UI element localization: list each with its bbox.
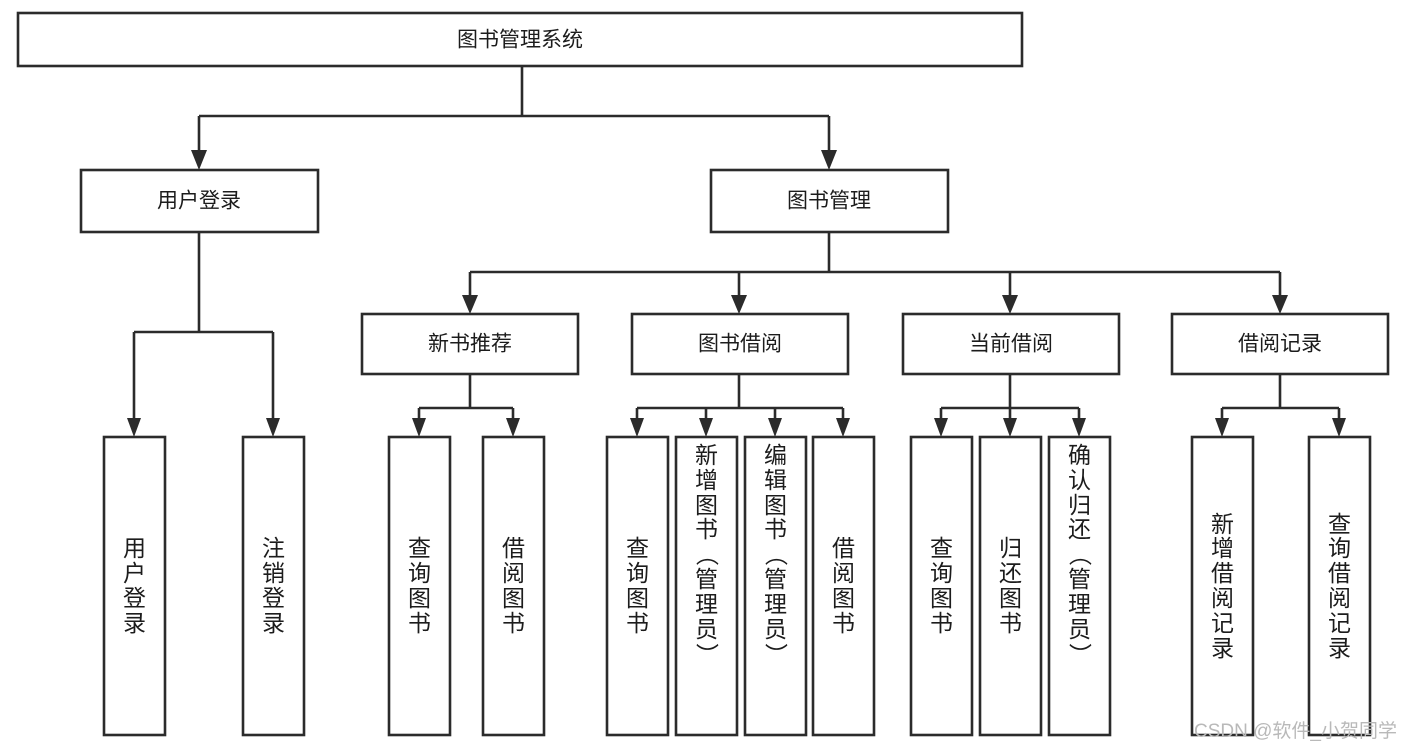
arrow-head-leaf-query-book-1 — [412, 418, 426, 437]
arrow-head-user-login — [191, 150, 207, 170]
arrow-head-leaf-add-record — [1215, 418, 1229, 437]
node-leaf-confirm-return[interactable] — [1047, 435, 1112, 737]
connector-group-current-borrow — [934, 374, 1086, 437]
node-leaf-query-record[interactable] — [1307, 435, 1372, 737]
arrow-head-leaf-add-book — [699, 418, 713, 437]
node-leaf-borrow-book-2[interactable] — [811, 435, 876, 737]
arrow-head-leaf-query-book-2 — [630, 418, 644, 437]
node-leaf-query-book-3[interactable] — [909, 435, 974, 737]
connector-group-new-book-rec — [412, 374, 520, 437]
node-new-book-rec-label: 新书推荐 — [428, 333, 512, 356]
node-leaf-logout[interactable] — [241, 435, 306, 737]
connector-group-user-login — [127, 232, 280, 437]
node-leaf-user-login[interactable] — [102, 435, 167, 737]
node-root[interactable] — [16, 11, 1024, 68]
node-leaf-return-book[interactable] — [978, 435, 1043, 737]
arrow-head-leaf-user-login — [127, 418, 141, 437]
node-current-borrow[interactable] — [901, 312, 1121, 376]
node-book-mgmt-label: 图书管理 — [787, 190, 871, 213]
node-current-borrow-label: 当前借阅 — [969, 333, 1053, 356]
node-user-login[interactable] — [79, 168, 320, 234]
connector-group-borrow-record — [1215, 374, 1346, 437]
arrow-head-leaf-return-book — [1003, 418, 1017, 437]
arrow-head-leaf-logout — [266, 418, 280, 437]
node-new-book-rec[interactable] — [360, 312, 580, 376]
arrow-head-book-mgmt — [821, 150, 837, 170]
arrow-head-current-borrow — [1002, 295, 1018, 314]
node-book-borrow[interactable] — [630, 312, 850, 376]
arrow-head-leaf-borrow-book-1 — [506, 418, 520, 437]
node-leaf-borrow-book-1[interactable] — [481, 435, 546, 737]
node-leaf-query-book-2[interactable] — [605, 435, 670, 737]
arrow-head-leaf-query-book-3 — [934, 418, 948, 437]
connector-group-book-borrow — [630, 374, 850, 437]
arrow-head-new-book-rec — [462, 295, 478, 314]
arrow-head-leaf-edit-book — [768, 418, 782, 437]
node-book-mgmt[interactable] — [709, 168, 950, 234]
connector-group-book-mgmt — [462, 232, 1288, 314]
arrow-head-leaf-query-record — [1332, 418, 1346, 437]
node-leaf-query-book-1[interactable] — [387, 435, 452, 737]
node-root-label: 图书管理系统 — [457, 29, 583, 52]
node-borrow-record-label: 借阅记录 — [1238, 333, 1322, 356]
node-leaf-add-book[interactable] — [674, 435, 739, 737]
node-leaf-edit-book[interactable] — [743, 435, 808, 737]
arrow-head-leaf-confirm-return — [1072, 418, 1086, 437]
node-book-borrow-label: 图书借阅 — [698, 333, 782, 356]
node-borrow-record[interactable] — [1170, 312, 1390, 376]
node-leaf-add-record[interactable] — [1190, 435, 1255, 737]
connector-group-root — [191, 66, 837, 170]
node-user-login-label: 用户登录 — [157, 190, 241, 213]
arrow-head-leaf-borrow-book-2 — [836, 418, 850, 437]
arrow-head-book-borrow — [731, 295, 747, 314]
arrow-head-borrow-record — [1272, 295, 1288, 314]
